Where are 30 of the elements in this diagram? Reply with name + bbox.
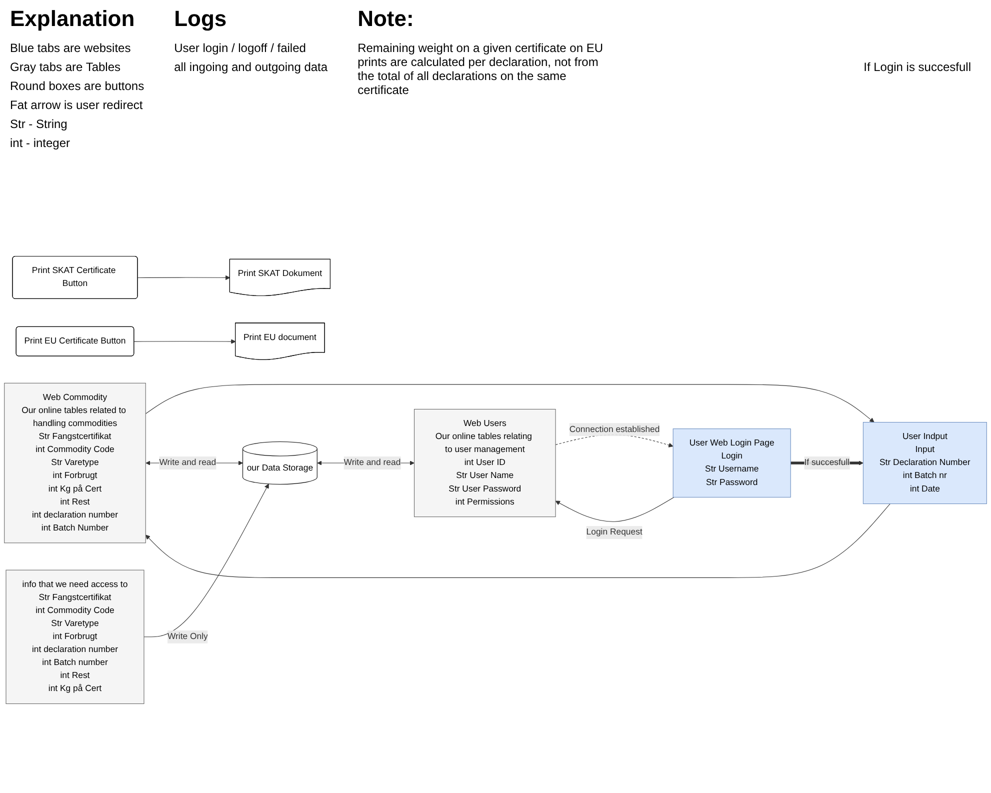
node-box: Web Commodity Our online tables related to handling commodities Str Fangstcertifikat int Commodity Code Str Varetype int Forbrugt int Kg på Cert int Rest int declaration number int Batch Number [4,382,146,544]
edge-label: Write and read [344,458,401,468]
arrow [555,496,674,522]
note-text: Gray tabs are Tables [10,60,122,74]
edge-label: Connection established [569,424,660,434]
arrow [145,504,890,578]
section-heading: Explanation [10,6,136,32]
note-text: Round boxes are buttons [10,79,144,93]
section-heading: Logs [174,6,228,32]
node-box: User Indput Input Str Declaration Number int Batch nr int Date [862,422,987,504]
note-text: User login / logoff / failed [174,41,307,55]
edge-label: If succesfull [804,458,850,468]
arrow [145,384,874,422]
node-box: Web Users Our online tables relating to user management int User ID Str User Name Str User Password int Permissions [414,408,556,518]
note-text: Str - String [10,117,68,131]
edge-label: Write and read [159,458,216,468]
note-text: int - integer [10,136,72,150]
arrow [134,339,236,344]
edge-label: Write Only [167,632,208,642]
edge-label: Login Request [586,528,642,537]
section-heading: Note: [358,6,415,32]
note-text: all ingoing and outgoing data [174,60,328,74]
node-box: User Web Login Page Login Str Username Str Password [672,428,791,498]
node-box: info that we need access to Str Fangstcertifikat int Commodity Code Str Varetype int Forbrugt int declaration number int Batch number int Rest int Kg på Cert [6,570,144,704]
note-text: Blue tabs are websites [10,41,132,55]
note-text: Remaining weight on a given certificate on EU prints are calculated per declaration, not from the total of all declarations on the same certificate [358,41,604,97]
edge-note: If Login is succesfull [864,60,971,74]
note-text: Fat arrow is user redirect [10,98,144,112]
arrow [137,275,230,280]
arrow [144,484,269,638]
